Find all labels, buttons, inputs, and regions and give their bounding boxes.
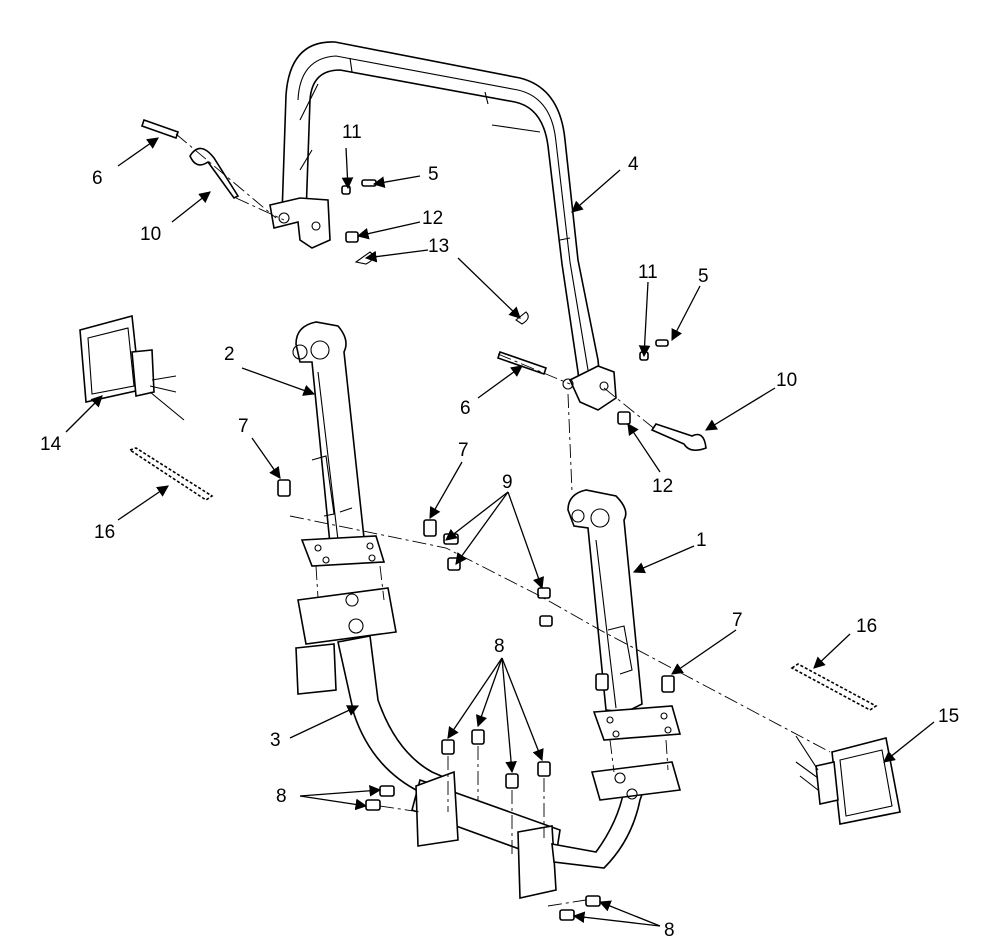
callout-5-right: 5 (698, 266, 709, 287)
decal-strips (128, 447, 878, 711)
callout-7-center: 7 (458, 440, 469, 461)
callout-4: 4 (628, 154, 639, 175)
center-lines (175, 133, 831, 907)
callout-11-right: 11 (638, 262, 658, 283)
callout-5-upper: 5 (428, 164, 439, 185)
callout-14: 14 (40, 434, 62, 455)
callout-16-left: 16 (94, 522, 115, 543)
lower-frame (295, 587, 682, 899)
callout-9: 9 (502, 472, 513, 493)
callout-7-left: 7 (238, 416, 249, 437)
callout-labels: 6 10 11 5 4 12 13 11 5 10 6 12 2 14 16 7… (40, 122, 959, 941)
callout-12-right: 12 (652, 476, 673, 497)
callout-1: 1 (696, 530, 707, 551)
callout-12-upper: 12 (422, 208, 443, 229)
right-upright (567, 489, 682, 741)
leader-lines (65, 137, 935, 927)
callout-6-right: 6 (460, 398, 471, 419)
callout-3: 3 (270, 730, 281, 751)
callout-15: 15 (938, 706, 959, 727)
callout-10-upper: 10 (140, 224, 161, 245)
callout-2: 2 (224, 344, 235, 365)
callout-8-center: 8 (494, 636, 505, 657)
upper-roll-bar (269, 41, 617, 411)
callout-11-upper: 11 (342, 122, 362, 143)
callout-8-left: 8 (276, 786, 287, 807)
left-light (79, 314, 185, 421)
callout-7-right: 7 (732, 610, 743, 631)
callout-8-bottom: 8 (664, 920, 675, 941)
callout-13: 13 (428, 236, 449, 257)
right-light (795, 735, 901, 825)
callout-6-upper: 6 (92, 168, 103, 189)
hardware (140, 118, 707, 921)
callout-10-right: 10 (776, 370, 797, 391)
callout-16-right: 16 (856, 616, 877, 637)
left-upright (292, 321, 386, 567)
